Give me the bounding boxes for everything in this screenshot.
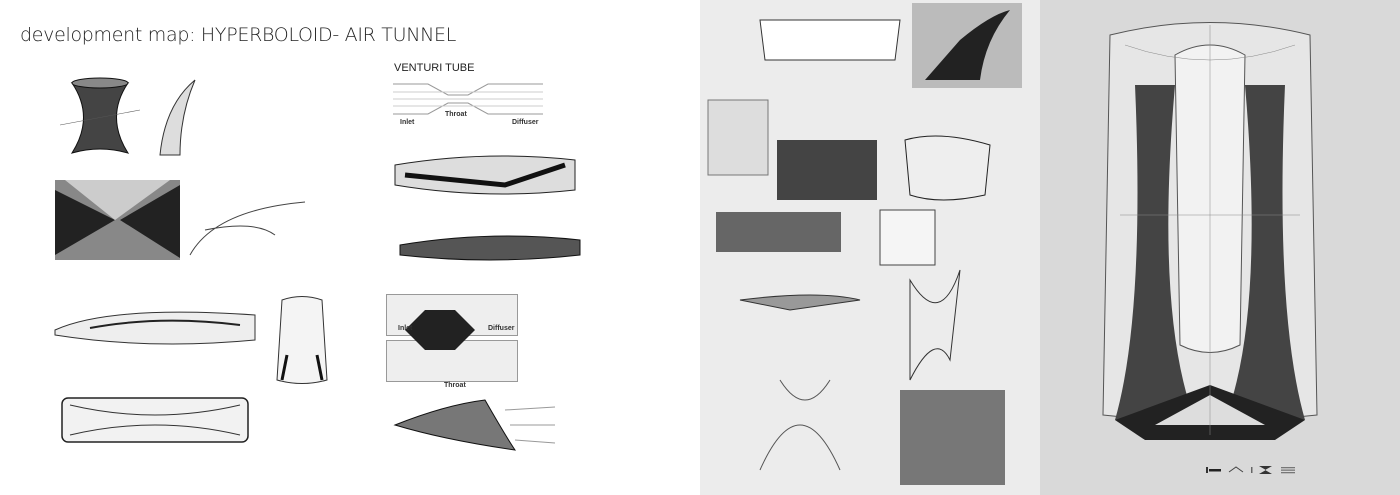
hepworth-photo [55, 180, 180, 260]
venturi-inlet-label: Inlet [400, 119, 415, 126]
twisted-form-sketch [159, 79, 196, 156]
venturi-diffuser-label: Diffuser [512, 119, 539, 126]
venturi-throat-label: Throat [445, 111, 467, 118]
car-side-sketch-2 [399, 235, 581, 261]
sketchbook-panel [700, 0, 1040, 495]
plan-sketch [61, 397, 249, 443]
car-in-venturi [405, 310, 475, 350]
logo-glyphs [1206, 466, 1295, 474]
car-wireframe-top-view [1102, 22, 1318, 440]
venturi2-inlet-label: Inlet [398, 325, 413, 332]
venturi-diagram [393, 83, 543, 115]
side-view-sketch [54, 311, 256, 345]
curve-sketch [189, 201, 306, 256]
page-title: development map: HYPERBOLOID- AIR TUNNEL [20, 24, 457, 46]
venturi2-throat-label: Throat [444, 382, 466, 389]
sketchbook-collage [707, 3, 1022, 485]
car-wireframe-panel [1040, 0, 1400, 495]
venturi2-diffuser-label: Diffuser [488, 325, 515, 332]
top-view-sketch [276, 296, 328, 384]
hyperboloid-sketch [60, 77, 140, 154]
wing-sketch [393, 399, 556, 451]
venturi-heading: VENTURI TUBE [394, 62, 475, 74]
car-side-sketch-1 [394, 155, 576, 195]
development-map-panel: development map: HYPERBOLOID- AIR TUNNEL… [20, 24, 581, 451]
